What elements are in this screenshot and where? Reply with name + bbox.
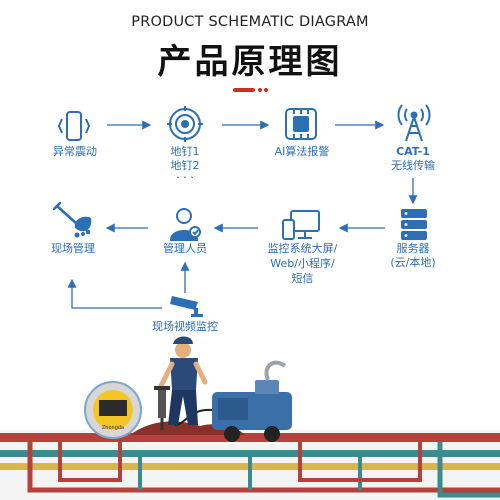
- cctv-camera-icon: [170, 296, 203, 317]
- label-monitor-1: 监控系统大屏/: [267, 242, 338, 255]
- label-nail-1: 地钉1: [170, 145, 200, 158]
- monitor-devices-icon: [282, 210, 320, 240]
- label-monitor-2: Web/小程序/: [270, 257, 335, 270]
- page-title: 产品原理图: [157, 42, 343, 82]
- shovel-icon: [53, 202, 92, 238]
- label-monitor-3: 短信: [291, 272, 314, 285]
- pipe-red-top: [0, 433, 500, 442]
- title-accent-bar: [233, 88, 268, 92]
- label-abnormal-vibration: 异常震动: [53, 145, 97, 158]
- worker-figure: [154, 336, 208, 430]
- title-en: PRODUCT SCHEMATIC DIAGRAM: [131, 14, 369, 30]
- ai-chip-icon: [285, 108, 317, 140]
- label-site-video: 现场视频监控: [152, 320, 218, 333]
- label-manager: 管理人员: [163, 242, 207, 255]
- arrow-video-to-site: [67, 278, 162, 309]
- label-server-sub: (云/本地): [390, 256, 436, 269]
- pipe-teal: [0, 450, 500, 457]
- antenna-tower-icon: [397, 104, 431, 142]
- manager-person-icon: [169, 208, 201, 241]
- server-icon: [401, 209, 427, 240]
- label-ai-alarm: AI算法报警: [274, 145, 330, 158]
- label-server: 服务器: [396, 242, 430, 255]
- vibration-icon: [57, 111, 91, 141]
- label-site-management: 现场管理: [51, 242, 95, 255]
- label-nail-more: · · ·: [176, 171, 194, 184]
- air-compressor: [212, 360, 292, 442]
- construction-scene: Zhongda: [0, 336, 500, 500]
- label-nail-2: 地钉2: [170, 159, 200, 172]
- ground-nail-device: Zhongda: [84, 381, 142, 439]
- ground-nail-icon: [167, 106, 203, 142]
- device-brand-text: Zhongda: [102, 425, 124, 431]
- label-wireless: 无线传输: [391, 159, 435, 172]
- label-cat1: CAT-1: [396, 145, 430, 158]
